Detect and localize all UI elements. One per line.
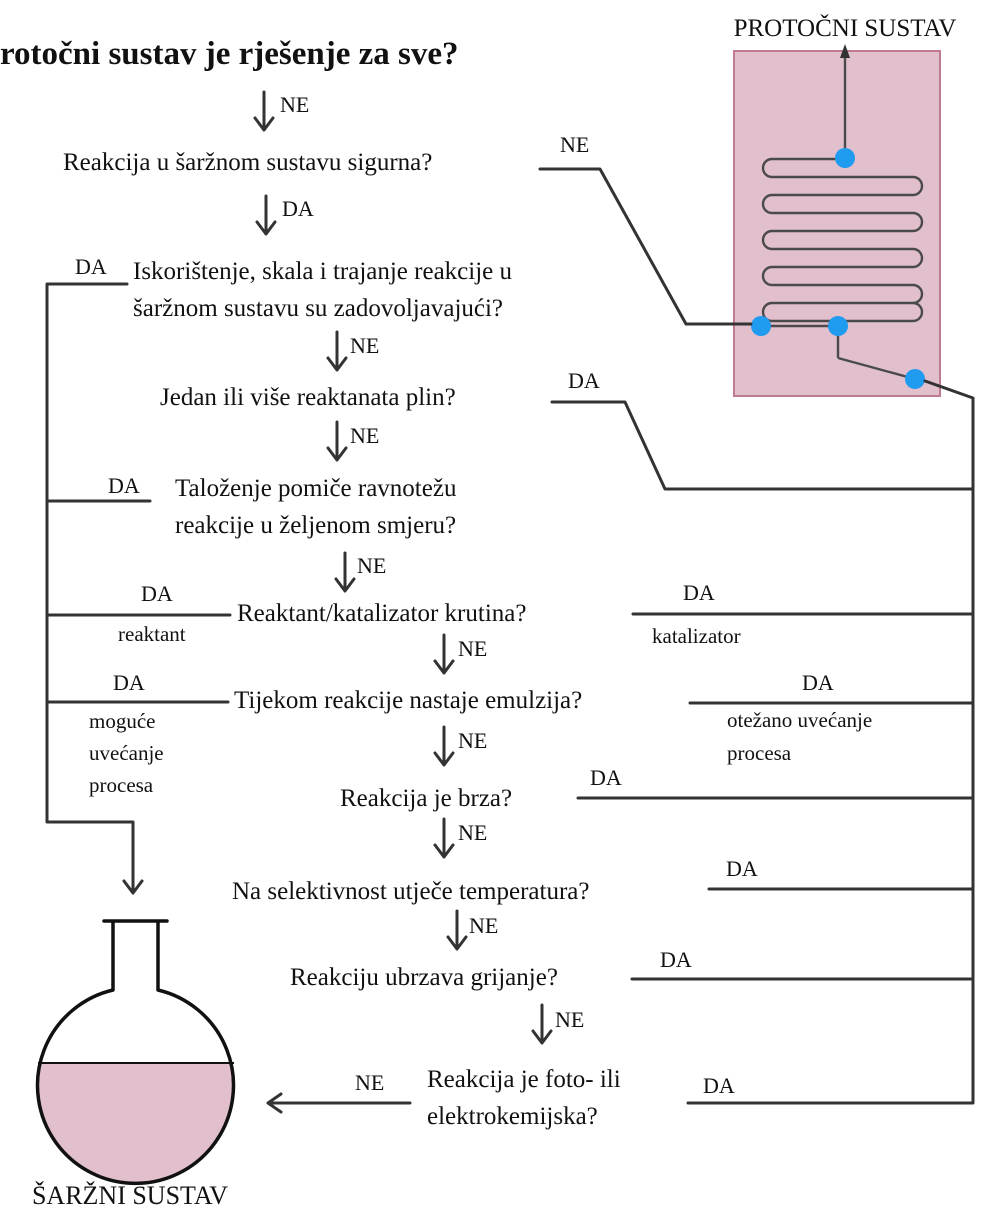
label-da-q5-left: DA	[141, 581, 173, 606]
down-arrow-1	[253, 90, 275, 132]
down-arrow-10	[531, 1003, 553, 1045]
down-arrow-6	[433, 633, 455, 675]
reactor-dot-inlet-right	[828, 316, 848, 336]
reactor-dot-inlet-left	[751, 316, 771, 336]
label-scaleup-possible-3: procesa	[89, 773, 154, 797]
label-da-q9: DA	[660, 947, 692, 972]
label-ne-4: NE	[350, 423, 379, 448]
reactor-coil	[761, 157, 924, 323]
label-ne-5: NE	[357, 553, 386, 578]
down-arrow-4	[326, 420, 348, 462]
question-precipitation-line1: Taloženje pomiče ravnotežu	[175, 475, 457, 502]
label-da-2: DA	[282, 196, 314, 221]
label-da-q7: DA	[590, 765, 622, 790]
label-ne-7: NE	[458, 728, 487, 753]
label-ne-q10: NE	[355, 1070, 384, 1095]
label-reactant: reaktant	[118, 622, 186, 646]
reactor-side-line-2	[837, 356, 916, 381]
question-batch-safe: Reakcija u šaržnom sustavu sigurna?	[63, 149, 432, 176]
down-arrow-5	[334, 551, 356, 593]
down-arrow-2	[255, 194, 277, 236]
question-photo-line2: elektrokemijska?	[427, 1103, 598, 1130]
batch-system-label: ŠARŽNI SUSTAV	[32, 1181, 228, 1210]
label-da-q6-right: DA	[802, 670, 834, 695]
down-arrow-9	[446, 909, 468, 951]
label-scaleup-hard-2: procesa	[727, 741, 792, 765]
flow-reactor	[733, 44, 941, 397]
connector-q3-da	[550, 400, 975, 491]
label-catalyst: katalizator	[652, 624, 741, 648]
label-da-q2: DA	[75, 254, 107, 279]
reactor-outlet-arrowhead	[840, 44, 850, 58]
reactor-dot-outlet	[835, 148, 855, 168]
label-da-q5-right: DA	[683, 580, 715, 605]
left-connectors	[45, 282, 412, 1114]
label-da-q3: DA	[568, 368, 600, 393]
question-yield-line2: šaržnom sustavu su zadovoljavajući?	[133, 295, 503, 322]
down-arrow-7	[433, 725, 455, 767]
label-scaleup-hard-1: otežano uvećanje	[727, 708, 872, 732]
down-arrow-3	[326, 330, 348, 372]
label-ne-8: NE	[458, 820, 487, 845]
question-emulsion: Tijekom reakcije nastaje emulzija?	[234, 687, 582, 714]
label-ne-10: NE	[555, 1007, 584, 1032]
label-da-q10: DA	[703, 1073, 735, 1098]
label-da-q4: DA	[108, 473, 140, 498]
label-ne-9: NE	[469, 913, 498, 938]
question-gas-reactant: Jedan ili više reaktanata plin?	[160, 384, 456, 411]
question-fast: Reakcija je brza?	[340, 785, 512, 812]
label-ne-1: NE	[280, 92, 309, 117]
connector-q10-ne	[266, 1092, 412, 1114]
left-trunk-arrowhead	[122, 879, 144, 895]
down-arrows	[253, 90, 553, 1045]
label-ne-6: NE	[458, 636, 487, 661]
down-arrow-8	[433, 817, 455, 859]
connector-q1-ne	[538, 167, 753, 326]
question-temperature: Na selektivnost utječe temperatura?	[232, 878, 589, 905]
label-da-q8: DA	[726, 856, 758, 881]
question-precipitation-line2: reakcije u željenom smjeru?	[175, 512, 456, 539]
right-trunk	[686, 379, 975, 1105]
reactor-dot-side	[905, 369, 925, 389]
right-connectors	[538, 167, 975, 1105]
page-title: rotočni sustav je rješenje za sve?	[0, 36, 459, 72]
label-da-q6-left: DA	[113, 670, 145, 695]
round-bottom-flask	[35, 919, 236, 1186]
label-ne-3: NE	[350, 333, 379, 358]
label-ne-q1: NE	[560, 132, 589, 157]
label-scaleup-possible-1: moguće	[89, 709, 155, 733]
question-heating: Reakciju ubrzava grijanje?	[290, 964, 558, 991]
question-yield-line1: Iskorištenje, skala i trajanje reakcije …	[133, 258, 513, 285]
flask-outline	[35, 922, 236, 1186]
flow-system-label: PROTOČNI SUSTAV	[734, 14, 957, 42]
label-scaleup-possible-2: uvećanje	[89, 741, 164, 765]
question-photo-line1: Reakcija je foto- ili	[427, 1066, 621, 1093]
question-solid: Reaktant/katalizator krutina?	[237, 600, 526, 627]
left-trunk	[45, 282, 135, 895]
reactor-coil-loop	[912, 301, 924, 323]
